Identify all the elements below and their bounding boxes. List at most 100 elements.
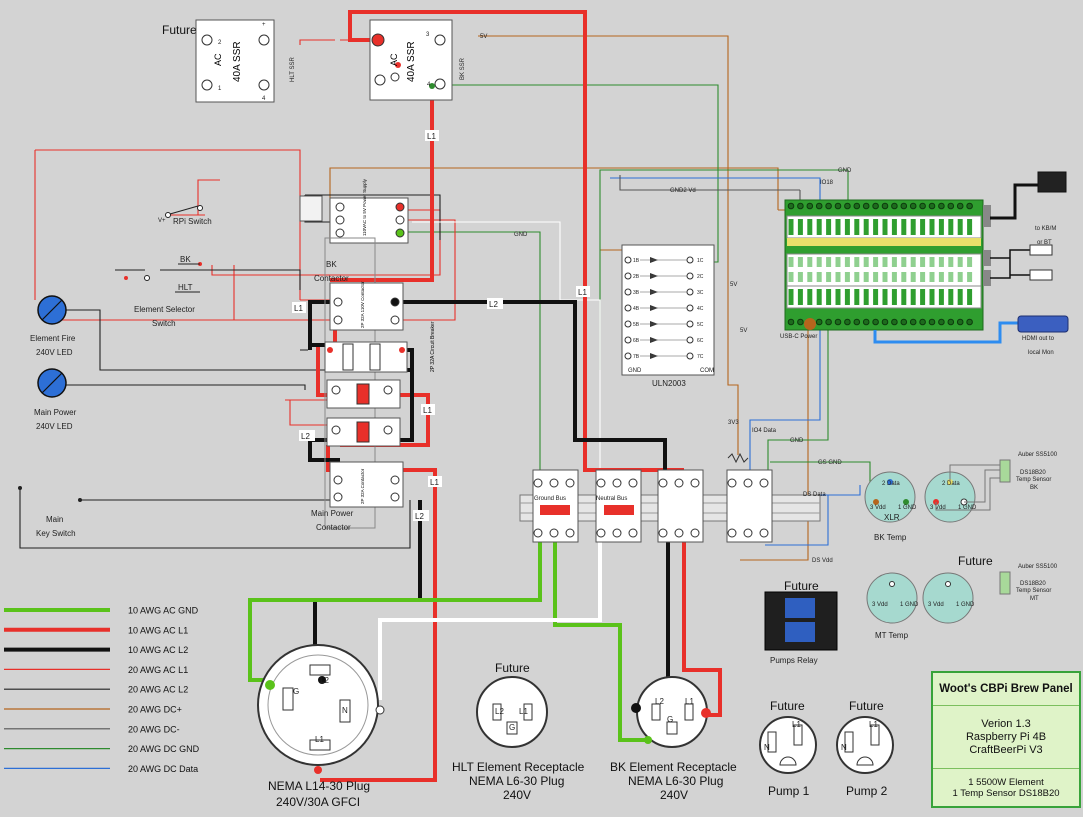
gpio-pin: [806, 202, 814, 210]
svg-text:240V LED: 240V LED: [36, 422, 73, 431]
gpio-pin: [844, 318, 851, 326]
svg-text:4: 4: [427, 82, 431, 88]
svg-text:1 GND: 1 GND: [898, 505, 917, 511]
svg-text:COM: COM: [700, 368, 714, 374]
uln-pin: [624, 256, 632, 264]
svg-text:BK Element Receptacle: BK Element Receptacle: [610, 760, 737, 774]
legend-label: 10 AWG AC L1: [128, 625, 188, 635]
wire-label-l1: L1: [425, 130, 439, 141]
uln-pin-label: 5C: [697, 322, 704, 328]
svg-text:AC: AC: [213, 53, 223, 66]
uln-pin: [624, 272, 632, 280]
svg-text:L1: L1: [315, 735, 324, 744]
svg-text:L2: L2: [320, 676, 329, 685]
gpio-pin: [787, 202, 795, 210]
svg-text:Pumps Relay: Pumps Relay: [770, 656, 818, 665]
gpio-pin: [853, 318, 861, 326]
svg-text:BK Temp: BK Temp: [874, 533, 907, 542]
svg-text:L1: L1: [869, 720, 878, 729]
svg-text:L1: L1: [519, 707, 528, 716]
terminal-hole: [596, 478, 606, 488]
wire-dc-minus: [619, 175, 801, 205]
wire-gnd-thick: [248, 500, 645, 742]
info-version: Verion 1.3: [981, 717, 1031, 730]
main-power-contactor: 2P 32A Contactor Main Power Contactor: [311, 461, 404, 532]
svg-text:2: 2: [218, 40, 222, 46]
terminal-hole: [690, 478, 700, 488]
svg-text:Temp Sensor: Temp Sensor: [1016, 588, 1051, 594]
element-selector-switch: BK HLT Element Selector Switch: [124, 255, 202, 328]
uln-pin: [624, 352, 632, 360]
svg-text:Auber SS5100: Auber SS5100: [1018, 452, 1058, 458]
svg-text:HDMI out to: HDMI out to: [1022, 336, 1055, 342]
gpio-pin: [909, 202, 917, 210]
legend-label: 20 AWG DC GND: [128, 744, 200, 754]
gpio-pin: [834, 202, 842, 210]
gpio-pin: [787, 318, 795, 326]
gpio-pin: [815, 202, 823, 210]
main-key-switch: Main Key Switch: [18, 486, 82, 538]
gpio-pin: [862, 202, 870, 210]
gpio-pin: [825, 318, 832, 326]
legend-item: 20 AWG DC GND: [4, 744, 200, 754]
svg-text:to KB/M: to KB/M: [1035, 226, 1056, 232]
uln-pin-label: 3C: [697, 290, 704, 296]
legend-item: 10 AWG AC L2: [4, 645, 188, 655]
svg-text:Pump 1: Pump 1: [768, 784, 810, 798]
svg-text:USB-C Power: USB-C Power: [780, 334, 817, 340]
circuit-breaker: 2P 32A Circuit Breaker: [324, 321, 436, 373]
gpio-pin: [862, 318, 870, 326]
svg-text:G: G: [667, 715, 673, 724]
main-power-led: Main Power 240V LED: [34, 368, 77, 431]
svg-text:L2: L2: [415, 512, 424, 521]
terminal-hole: [533, 478, 543, 488]
svg-text:Future: Future: [770, 699, 805, 713]
bk-ssr: 3 4 AC 40A SSR BK SSR: [369, 19, 466, 101]
wire-label-gnd2: GND2 Vd: [670, 188, 696, 194]
wire-l2-thin: [19, 194, 441, 549]
terminal-hole: [743, 528, 753, 538]
terminal-hole: [628, 478, 638, 488]
uln-pin: [686, 272, 694, 280]
legend-item: 20 AWG DC Data: [4, 764, 198, 774]
wire-dc-data: [610, 177, 861, 546]
wire-labels: L1 L1 L1 L1 L1 L2 L2 L2 GND GND2 Vd 5V 5…: [158, 34, 852, 564]
legend-item: 20 AWG AC L1: [4, 665, 188, 675]
svg-text:2 Data: 2 Data: [882, 481, 900, 487]
svg-text:Switch: Switch: [152, 319, 176, 328]
svg-text:AC: AC: [389, 53, 399, 66]
terminal-hole: [533, 528, 543, 538]
wire-label-l1: L1: [576, 286, 590, 297]
svg-text:MT Temp: MT Temp: [875, 631, 909, 640]
info-board: Raspberry Pi 4B: [965, 730, 1047, 743]
probe-icon: [999, 459, 1011, 483]
legend-label: 20 AWG DC Data: [128, 764, 198, 774]
legend-label: 20 AWG AC L2: [128, 685, 188, 695]
svg-text:Neutral Bus: Neutral Bus: [596, 496, 627, 502]
wire-label-ds-gnd: GS GND: [818, 460, 842, 466]
rpi-peripherals: to KB/M or BT HDMI out to local Mon: [873, 171, 1069, 356]
svg-text:+: +: [262, 22, 266, 28]
svg-text:2P 32A Circuit Breaker: 2P 32A Circuit Breaker: [430, 321, 436, 372]
svg-text:L1: L1: [427, 132, 436, 141]
svg-text:L1: L1: [430, 478, 439, 487]
legend-label: 20 AWG AC L1: [128, 665, 188, 675]
svg-text:Future: Future: [849, 699, 884, 713]
gpio-pin: [797, 202, 804, 210]
wire-label-5v: 5V: [480, 34, 487, 40]
svg-text:Ground Bus: Ground Bus: [534, 496, 566, 502]
uln-pin: [686, 336, 694, 344]
wire-label-v: V+: [158, 218, 166, 224]
wire-label-3v3: 3V3: [728, 420, 739, 426]
uln-pin-label: 5B: [633, 322, 640, 328]
gpio-pin: [956, 202, 964, 210]
wire-label-l1: L1: [421, 404, 435, 415]
uln-pin-label: 2B: [633, 274, 640, 280]
uln-pin-label: 1B: [633, 258, 640, 264]
terminal-hole: [759, 478, 769, 488]
svg-text:Main Power: Main Power: [311, 509, 354, 518]
gpio-pin: [928, 202, 936, 210]
raspberry-pi: USB-C Power: [780, 199, 991, 340]
